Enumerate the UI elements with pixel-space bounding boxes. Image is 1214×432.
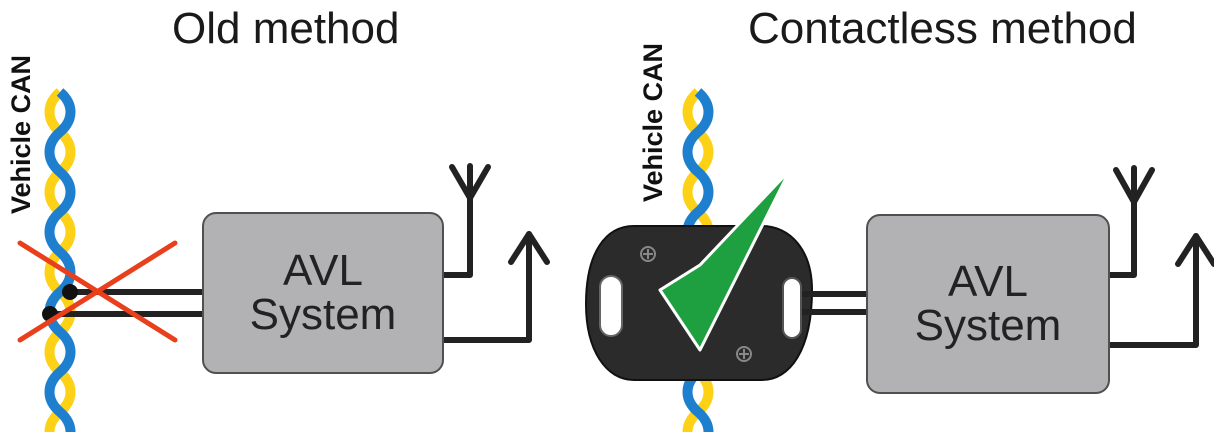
- output-arrow-icon: [440, 231, 550, 343]
- screw-icon: [736, 346, 752, 362]
- reader-mount-slot: [782, 277, 802, 339]
- vehicle-can-label-left: Vehicle CAN: [6, 54, 36, 214]
- green-check-icon: [658, 168, 792, 352]
- output-arrow-icon: [1105, 233, 1214, 348]
- avl-system-line1: AVL: [948, 257, 1028, 306]
- old-method-title: Old method: [172, 4, 400, 53]
- wire-tap-dot: [62, 284, 78, 300]
- red-cross-icon: [17, 240, 178, 343]
- avl-system-line2: System: [914, 301, 1062, 350]
- avl-system-box-left: AVL System: [202, 212, 444, 374]
- reader-mount-slot: [599, 275, 623, 337]
- avl-system-line2: System: [249, 290, 397, 339]
- screw-icon: [640, 246, 656, 262]
- antenna-icon: [1105, 165, 1155, 278]
- antenna-icon: [440, 163, 491, 278]
- vehicle-can-label-right: Vehicle CAN: [638, 42, 668, 202]
- avl-system-box-right: AVL System: [866, 214, 1110, 394]
- avl-system-line1: AVL: [283, 246, 363, 295]
- contactless-method-title: Contactless method: [748, 4, 1137, 53]
